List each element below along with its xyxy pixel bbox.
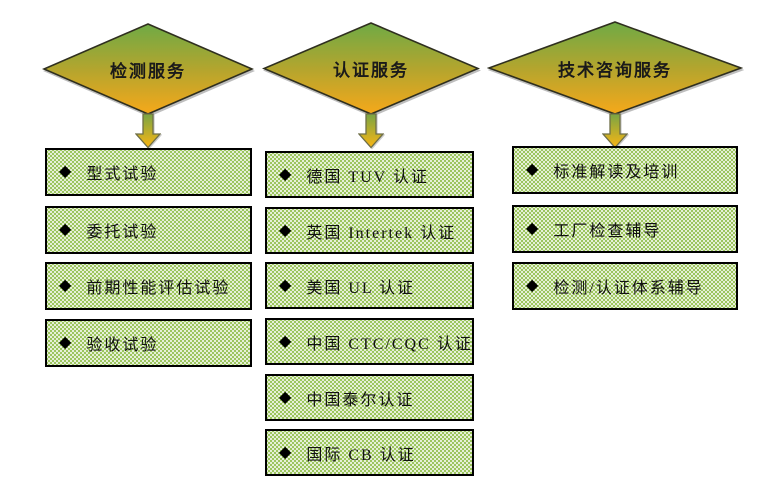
item-box: ◆ 国际 CB 认证: [265, 429, 474, 476]
down-arrow-icon: [602, 113, 628, 149]
diamond-certification-services: 认证服务: [262, 22, 480, 115]
diamond-bullet-icon: ◆: [526, 161, 539, 178]
diamond-bullet-icon: ◆: [279, 276, 292, 294]
item-box: ◆ 型式试验: [45, 148, 252, 196]
diamond-bullet-icon: ◆: [59, 277, 72, 294]
diamond-shape-icon: [42, 23, 254, 115]
item-box: ◆ 验收试验: [45, 319, 252, 367]
diamond-shape-icon: [487, 21, 743, 115]
item-box: ◆ 前期性能评估试验: [45, 262, 252, 310]
item-label: 前期性能评估试验: [86, 280, 231, 297]
item-label: 检测/认证体系辅导: [553, 280, 704, 297]
diamond-bullet-icon: ◆: [279, 388, 292, 406]
item-label: 工厂检查辅导: [553, 223, 662, 240]
item-box: ◆ 检测/认证体系辅导: [512, 262, 738, 310]
diamond-bullet-icon: ◆: [279, 165, 292, 183]
diamond-testing-services: 检测服务: [42, 23, 254, 115]
item-box: ◆ 德国 TUV 认证: [265, 151, 474, 198]
down-arrow-icon: [358, 113, 384, 149]
diamond-bullet-icon: ◆: [59, 221, 72, 238]
diamond-bullet-icon: ◆: [59, 163, 72, 180]
item-box: ◆ 标准解读及培训: [512, 146, 738, 194]
item-box: ◆ 委托试验: [45, 206, 252, 254]
diamond-bullet-icon: ◆: [526, 277, 539, 294]
item-label: 英国 Intertek 认证: [306, 224, 457, 242]
diamond-consulting-services: 技术咨询服务: [487, 21, 743, 115]
item-box: ◆ 中国 CTC/CQC 认证: [265, 318, 474, 365]
item-box: ◆ 英国 Intertek 认证: [265, 207, 474, 254]
diamond-bullet-icon: ◆: [526, 220, 539, 237]
item-box: ◆ 美国 UL 认证: [265, 262, 474, 309]
item-label: 国际 CB 认证: [306, 446, 416, 464]
item-label: 美国 UL 认证: [306, 279, 416, 297]
item-label: 中国 CTC/CQC 认证: [306, 335, 473, 353]
diamond-bullet-icon: ◆: [279, 443, 292, 461]
item-box: ◆ 中国泰尔认证: [265, 374, 474, 421]
diamond-bullet-icon: ◆: [279, 332, 292, 350]
item-label: 型式试验: [86, 166, 159, 183]
item-label: 标准解读及培训: [553, 164, 680, 181]
item-label: 委托试验: [86, 224, 159, 241]
diamond-shape-icon: [262, 22, 480, 115]
item-label: 德国 TUV 认证: [306, 168, 429, 186]
item-label: 验收试验: [86, 337, 159, 354]
diamond-bullet-icon: ◆: [59, 334, 72, 351]
item-box: ◆ 工厂检查辅导: [512, 205, 738, 253]
down-arrow-icon: [135, 113, 161, 149]
diamond-bullet-icon: ◆: [279, 221, 292, 239]
item-label: 中国泰尔认证: [306, 391, 415, 409]
